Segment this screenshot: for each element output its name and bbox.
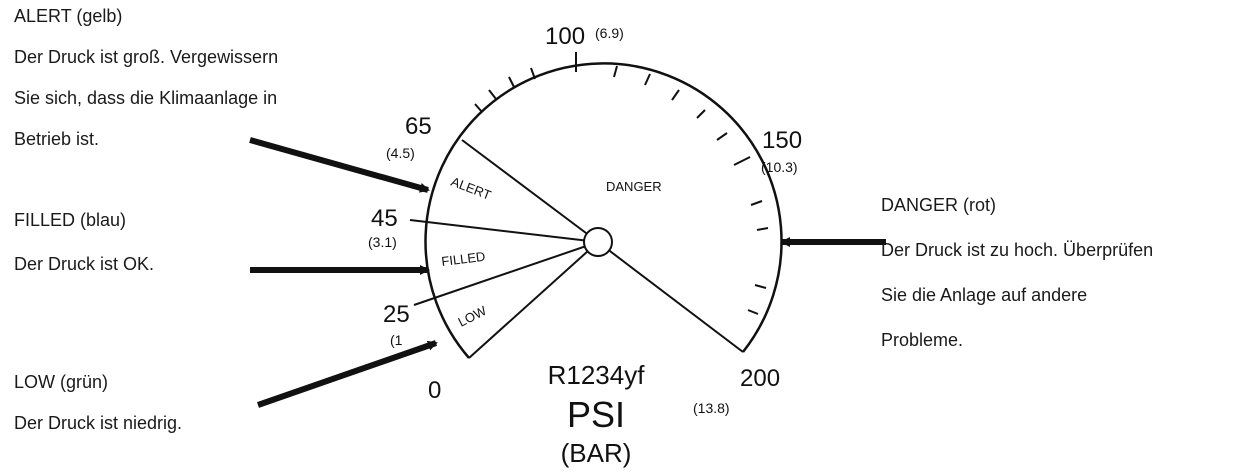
note-danger: DANGER (rot) Der Druck ist zu hoch. Über… [881, 193, 1153, 373]
scale-label-bar: (6.9) [595, 25, 624, 41]
zone-label-alert: ALERT [449, 174, 493, 203]
note-danger-line: Sie die Anlage auf andere [881, 285, 1088, 305]
scale-label-psi: 200 [740, 365, 780, 392]
note-danger-line: Probleme. [881, 330, 964, 350]
scale-label-psi: 0 [428, 377, 441, 404]
note-alert-line: Betrieb ist. [14, 129, 100, 149]
refrigerant-label: R1234yf [548, 360, 646, 390]
note-alert-line: Sie sich, dass die Klimaanlage in [14, 88, 278, 108]
scale-label-psi: 100 [545, 23, 585, 50]
zone-divider-line [461, 139, 599, 243]
note-alert-title: ALERT (gelb) [14, 6, 123, 26]
gauge-outer-arc [424, 62, 783, 359]
scale-label-bar: (3.1) [368, 234, 397, 250]
scale-label-psi: 45 [371, 205, 398, 232]
scale-label-bar: (1 [390, 332, 403, 348]
note-low-title: LOW (grün) [14, 372, 109, 392]
note-danger-title: DANGER (rot) [881, 195, 997, 215]
scale-label-bar: (4.5) [386, 145, 415, 161]
note-danger-line: Der Druck ist zu hoch. Überprüfen [881, 240, 1154, 260]
scale-label-psi: 150 [762, 127, 802, 154]
note-alert-line: Der Druck ist groß. Vergewissern [14, 47, 279, 67]
zone-label-filled: FILLED [441, 249, 487, 269]
note-filled-title: FILLED (blau) [14, 210, 127, 230]
zone-label-danger: DANGER [606, 179, 662, 194]
arrow-to-low [257, 340, 438, 408]
scale-label-bar: (10.3) [761, 159, 798, 175]
zone-divider-line [409, 219, 599, 243]
zone-divider-line [597, 241, 744, 353]
note-filled: FILLED (blau) Der Druck ist OK. [14, 208, 154, 296]
zone-divider-line [413, 241, 599, 306]
scale-label-bar: (13.8) [693, 400, 730, 416]
zone-label-low: LOW [456, 303, 490, 330]
unit-primary: PSI [567, 394, 625, 435]
note-low-line: Der Druck ist niedrig. [14, 413, 183, 433]
scale-label-psi: 65 [405, 113, 432, 140]
arrow-to-alert [249, 137, 430, 193]
unit-secondary: (BAR) [561, 438, 632, 468]
note-filled-line: Der Druck ist OK. [14, 254, 155, 274]
gauge-hub [583, 227, 613, 257]
note-alert: ALERT (gelb) Der Druck ist groß. Vergewi… [14, 4, 278, 168]
scale-label-psi: 25 [383, 301, 410, 328]
zone-divider-line [468, 241, 599, 359]
note-low: LOW (grün) Der Druck ist niedrig. [14, 370, 182, 452]
gauge-ticks [474, 52, 769, 315]
